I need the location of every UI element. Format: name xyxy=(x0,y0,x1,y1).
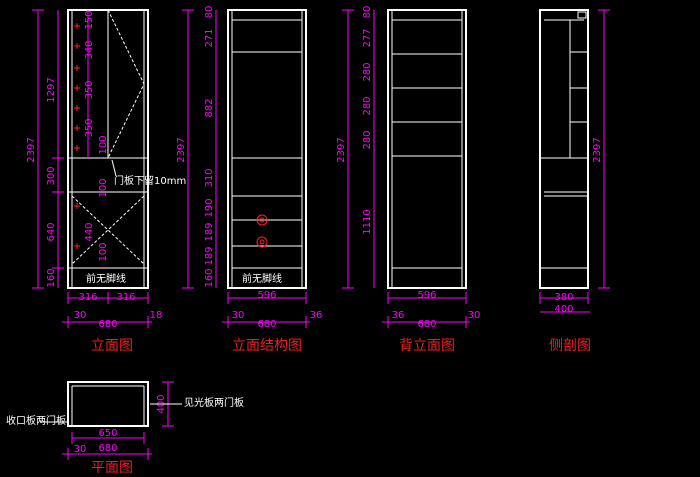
front-dim-30: 30 xyxy=(74,310,87,321)
structure-dim-overall: 2397 xyxy=(176,137,187,162)
side-section-view: 2397 380 400 侧剖图 xyxy=(539,9,610,354)
back-dim-80: 80 xyxy=(362,6,373,19)
front-dim-1297: 1297 xyxy=(46,77,57,102)
side-section-title: 侧剖图 xyxy=(549,338,591,354)
structure-dim-310: 310 xyxy=(204,168,215,187)
back-dim-280a: 280 xyxy=(362,62,373,81)
front-dim-100a: 100 xyxy=(98,135,109,154)
front-dim-640: 640 xyxy=(46,222,57,241)
structure-dim-596: 596 xyxy=(257,290,276,301)
structure-dim-680: 680 xyxy=(257,319,276,330)
plan-view-title: 平面图 xyxy=(91,460,133,476)
back-dim-680: 680 xyxy=(417,319,436,330)
front-dim-350b: 350 xyxy=(84,118,95,137)
back-dim-280b: 280 xyxy=(362,96,373,115)
side-dim-380: 380 xyxy=(554,292,573,303)
structure-dim-190: 190 xyxy=(204,198,215,217)
back-dim-1110: 1110 xyxy=(362,209,373,234)
structure-dim-882: 882 xyxy=(204,98,215,117)
back-dim-277: 277 xyxy=(362,28,373,47)
front-dim-316b: 316 xyxy=(116,292,135,303)
back-dim-596: 596 xyxy=(417,290,436,301)
back-elevation-view: 2397 80 277 280 280 280 1110 596 36 680 … xyxy=(336,6,480,354)
front-dim-150: 150 xyxy=(84,10,95,29)
back-elevation-title: 背立面图 xyxy=(399,338,455,354)
front-elevation-view: 2397 1297 300 640 160 150 348 350 350 10… xyxy=(26,9,186,354)
structure-elevation-title: 立面结构图 xyxy=(232,338,302,354)
front-kick-label: 前无脚线 xyxy=(86,272,126,285)
structure-dim-80: 80 xyxy=(204,6,215,19)
front-dim-440: 440 xyxy=(84,222,95,241)
plan-dim-650: 650 xyxy=(98,428,117,439)
front-dim-680: 680 xyxy=(98,319,117,330)
front-dim-300: 300 xyxy=(46,166,57,185)
plan-dim-30: 30 xyxy=(74,444,87,455)
plan-view: 400 见光板两门板 收口板两门板 650 30 680 平面图 xyxy=(6,381,244,476)
front-door-gap-note: 门板下留10mm xyxy=(114,174,186,187)
front-dim-160: 160 xyxy=(46,268,57,287)
plan-dim-680: 680 xyxy=(98,443,117,454)
drawer-handle-markers xyxy=(256,214,268,248)
structure-elevation-view: 2397 80 271 882 310 190 189 189 160 前无脚线… xyxy=(176,6,322,354)
structure-dim-271: 271 xyxy=(204,28,215,47)
front-dim-100c: 100 xyxy=(98,242,109,261)
side-dim-overall: 2397 xyxy=(592,137,603,162)
front-dim-348: 348 xyxy=(84,40,95,59)
plan-label-left: 收口板两门板 xyxy=(6,414,66,427)
structure-dim-160: 160 xyxy=(204,268,215,287)
front-dim-18: 18 xyxy=(150,310,163,321)
side-dim-400: 400 xyxy=(554,304,573,315)
back-dim-280c: 280 xyxy=(362,130,373,149)
front-dim-overall: 2397 xyxy=(26,137,37,162)
back-dim-overall: 2397 xyxy=(336,137,347,162)
front-elevation-title: 立面图 xyxy=(91,338,133,354)
front-dim-350a: 350 xyxy=(84,80,95,99)
structure-kick-label: 前无脚线 xyxy=(242,272,282,285)
front-dim-100b: 100 xyxy=(98,178,109,197)
back-dim-36: 36 xyxy=(392,310,405,321)
structure-dim-36: 36 xyxy=(310,310,323,321)
structure-dim-189a: 189 xyxy=(204,222,215,241)
plan-label-right: 见光板两门板 xyxy=(184,396,244,409)
structure-dim-30: 30 xyxy=(232,310,245,321)
front-dim-316a: 316 xyxy=(78,292,97,303)
back-dim-30: 30 xyxy=(468,310,481,321)
structure-dim-189b: 189 xyxy=(204,246,215,265)
shelf-pin-markers xyxy=(74,23,80,249)
